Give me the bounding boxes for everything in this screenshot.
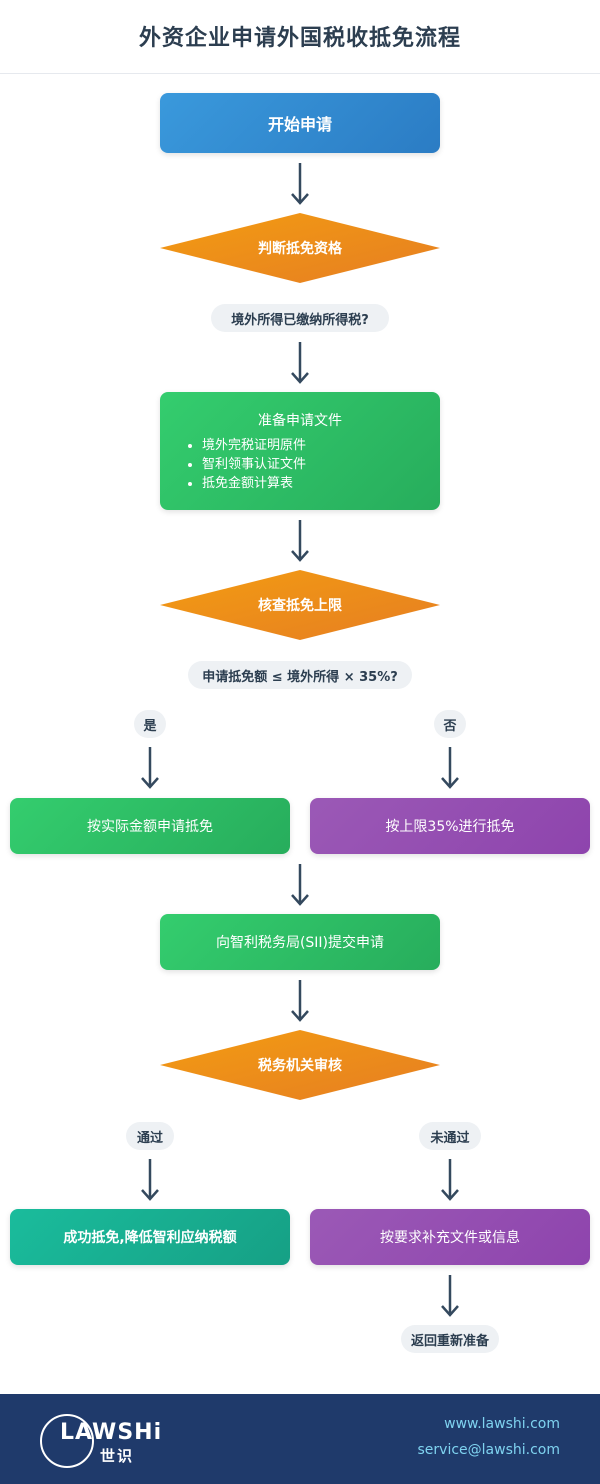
arrow-down-icon (291, 864, 309, 906)
page-title: 外资企业申请外国税收抵免流程 (138, 26, 461, 51)
email-link[interactable]: service@lawshi.com (417, 1442, 560, 1458)
arrow-down-icon (291, 163, 309, 205)
success-node: 成功抵免,降低智利应纳税额 (10, 1209, 290, 1265)
limit-diamond: 核查抵免上限 (160, 570, 440, 640)
qualify-question: 境外所得已缴纳所得税? (211, 304, 389, 332)
header: 外资企业申请外国税收抵免流程 (0, 0, 600, 74)
logo-circle-icon (40, 1414, 94, 1468)
document-list: 境外完税证明原件 智利领事认证文件 抵免金额计算表 (184, 436, 306, 493)
no-label: 否 (434, 710, 466, 738)
yes-label: 是 (134, 710, 166, 738)
actual-amount-node: 按实际金额申请抵免 (10, 798, 290, 854)
arrow-down-icon (291, 980, 309, 1022)
document-item: 境外完税证明原件 (202, 436, 306, 455)
fail-label: 未通过 (419, 1122, 481, 1150)
qualify-label: 判断抵免资格 (258, 241, 342, 257)
website-link[interactable]: www.lawshi.com (444, 1416, 560, 1432)
cap-amount-node: 按上限35%进行抵免 (310, 798, 590, 854)
limit-question: 申请抵免额 ≤ 境外所得 × 35%? (188, 661, 412, 689)
supplement-node: 按要求补充文件或信息 (310, 1209, 590, 1265)
arrow-down-icon (291, 520, 309, 562)
start-label: 开始申请 (267, 115, 332, 134)
logo-chinese: 世识 (100, 1447, 135, 1465)
arrow-down-icon (441, 1275, 459, 1317)
submit-node: 向智利税务局(SII)提交申请 (160, 914, 440, 970)
arrow-down-icon (141, 1159, 159, 1201)
footer: LAWSHi 世识 www.lawshi.com service@lawshi.… (0, 1394, 600, 1484)
document-item: 抵免金额计算表 (202, 474, 306, 493)
review-label: 税务机关审核 (258, 1058, 342, 1074)
document-item: 智利领事认证文件 (202, 455, 306, 474)
prepare-node: 准备申请文件 境外完税证明原件 智利领事认证文件 抵免金额计算表 (160, 392, 440, 510)
review-diamond: 税务机关审核 (160, 1030, 440, 1100)
arrow-down-icon (441, 747, 459, 789)
arrow-down-icon (441, 1159, 459, 1201)
pass-label: 通过 (126, 1122, 174, 1150)
qualify-diamond: 判断抵免资格 (160, 213, 440, 283)
arrow-down-icon (291, 342, 309, 384)
limit-label: 核查抵免上限 (258, 598, 342, 614)
prepare-title: 准备申请文件 (258, 412, 342, 429)
start-node: 开始申请 (160, 93, 440, 153)
logo-wordmark: LAWSHi (60, 1420, 163, 1445)
return-label: 返回重新准备 (401, 1325, 499, 1353)
arrow-down-icon (141, 747, 159, 789)
